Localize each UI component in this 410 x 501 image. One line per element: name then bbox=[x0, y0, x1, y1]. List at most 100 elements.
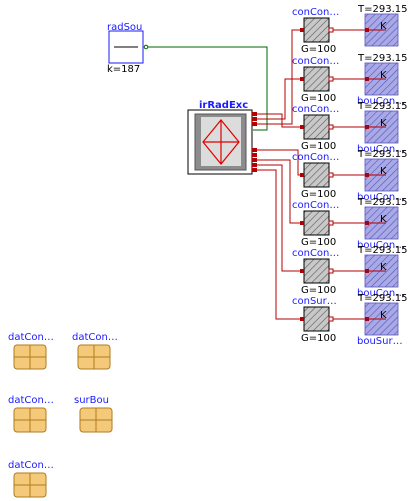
boundary-port[interactable] bbox=[365, 269, 369, 273]
conductance-value: G=100 bbox=[301, 333, 336, 344]
thermal-conductor[interactable]: conCon…G=100 bbox=[292, 7, 339, 55]
conductor-port-a[interactable] bbox=[300, 28, 304, 32]
exchange-heat-port[interactable] bbox=[252, 112, 257, 116]
conductor-name: conCon… bbox=[292, 56, 339, 67]
boundary-name: bouCon… bbox=[357, 240, 405, 251]
boundary-temperature: T=293.15 bbox=[357, 293, 407, 304]
kelvin-symbol: K bbox=[380, 166, 387, 177]
conductance-value: G=100 bbox=[301, 141, 336, 152]
heat-wire bbox=[257, 169, 300, 320]
boundary-port[interactable] bbox=[365, 317, 369, 321]
boundary-port[interactable] bbox=[365, 221, 369, 225]
conductor-row: conCon…G=100 K T=293.15 bouCon… bbox=[292, 149, 407, 203]
conductor-port-a[interactable] bbox=[300, 317, 304, 321]
conductor-body bbox=[303, 306, 330, 332]
conductor-body bbox=[303, 258, 330, 284]
boundary-port[interactable] bbox=[365, 28, 369, 32]
exchange-heat-port[interactable] bbox=[252, 122, 257, 126]
boundary-temperature: T=293.15 bbox=[357, 101, 407, 112]
conductor-name: conCon… bbox=[292, 7, 339, 18]
conductor-port-b[interactable] bbox=[328, 268, 334, 274]
conductor-port-b[interactable] bbox=[328, 316, 334, 322]
exchange-heat-port[interactable] bbox=[252, 163, 257, 167]
conductor-name: conCon… bbox=[292, 200, 339, 211]
record-name: surBou bbox=[74, 395, 109, 406]
conductor-body bbox=[303, 162, 330, 188]
conductor-body bbox=[303, 66, 330, 92]
signal-wire bbox=[148, 46, 268, 131]
source-output-port[interactable] bbox=[143, 44, 149, 50]
conductor-row: conCon…G=100 K T=293.15 bbox=[292, 4, 407, 55]
thermal-conductor[interactable]: conSur… G=100 bbox=[292, 296, 337, 344]
boundary-temperature: T=293.15 bbox=[357, 197, 407, 208]
conductor-port-b[interactable] bbox=[328, 172, 334, 178]
radiation-source-name: radSou bbox=[107, 22, 142, 33]
kelvin-symbol: K bbox=[380, 118, 387, 129]
radiation-source-param: k=187 bbox=[107, 64, 140, 75]
record-block[interactable]: datCon… bbox=[8, 460, 54, 498]
conductor-row: conCon…G=100 KT=293.15bouCon… bbox=[292, 53, 407, 107]
record-block[interactable]: datCon… bbox=[8, 395, 54, 433]
conductance-value: G=100 bbox=[301, 237, 336, 248]
conductor-port-b[interactable] bbox=[328, 220, 334, 226]
conductor-port-b[interactable] bbox=[328, 27, 334, 33]
record-name: datCon… bbox=[8, 460, 54, 471]
ir-exchange-name: irRadExc bbox=[199, 100, 248, 111]
fixed-temperature-boundary[interactable]: KT=293.15bouSur… bbox=[357, 293, 407, 347]
kelvin-symbol: K bbox=[380, 21, 387, 32]
conductor-name: conCon… bbox=[292, 152, 339, 163]
conductor-port-a[interactable] bbox=[300, 269, 304, 273]
heat-wire bbox=[257, 113, 300, 128]
exchange-heat-port[interactable] bbox=[252, 153, 257, 157]
record-name: datCon… bbox=[72, 332, 118, 343]
fixed-temperature-boundary[interactable]: K T=293.15 bouCon… bbox=[357, 149, 407, 203]
conductor-port-b[interactable] bbox=[328, 76, 334, 82]
ir-radiation-exchange-block[interactable]: irRadExc bbox=[187, 100, 257, 175]
conductor-port-a[interactable] bbox=[300, 221, 304, 225]
boundary-port[interactable] bbox=[365, 125, 369, 129]
fixed-temperature-boundary[interactable]: KT=293.15bouCon… bbox=[357, 197, 407, 251]
radiation-source-block[interactable]: radSou k=187 bbox=[107, 22, 149, 75]
boundary-name: bouCon… bbox=[357, 288, 405, 299]
boundary-temperature: T=293.15 bbox=[357, 4, 407, 15]
heat-wire bbox=[257, 29, 300, 125]
conductor-name: conSur… bbox=[292, 296, 337, 307]
record-block[interactable]: surBou bbox=[74, 395, 113, 433]
exchange-heat-port[interactable] bbox=[252, 168, 257, 172]
record-block[interactable]: datCon… bbox=[8, 332, 54, 370]
boundary-port[interactable] bbox=[365, 173, 369, 177]
exchange-heat-port[interactable] bbox=[252, 158, 257, 162]
boundary-name: bouCon… bbox=[357, 192, 405, 203]
conductor-row: conCon…G=100KT=293.15bouCon… bbox=[292, 101, 407, 155]
exchange-heat-port[interactable] bbox=[252, 148, 257, 152]
conductor-port-a[interactable] bbox=[300, 77, 304, 81]
thermal-conductor[interactable]: conCon… G=100 bbox=[292, 248, 339, 296]
conductor-port-b[interactable] bbox=[328, 124, 334, 130]
fixed-temperature-boundary[interactable]: KT=293.15bouCon… bbox=[357, 53, 407, 107]
kelvin-symbol: K bbox=[380, 310, 387, 321]
boundary-temperature: T=293.15 bbox=[357, 149, 407, 160]
conductor-port-a[interactable] bbox=[300, 125, 304, 129]
thermal-conductor[interactable]: conCon…G=100 bbox=[292, 104, 339, 152]
thermal-conductor[interactable]: conCon…G=100 bbox=[292, 56, 339, 104]
thermal-conductor[interactable]: conCon…G=100 bbox=[292, 152, 339, 200]
heat-wire bbox=[257, 159, 300, 224]
exchange-heat-port[interactable] bbox=[252, 117, 257, 121]
fixed-temperature-boundary[interactable]: KT=293.15bouCon… bbox=[357, 245, 407, 299]
conductance-value: G=100 bbox=[301, 285, 336, 296]
boundary-port[interactable] bbox=[365, 77, 369, 81]
thermal-conductor[interactable]: conCon… G=100 bbox=[292, 200, 339, 248]
heat-wire bbox=[257, 149, 300, 176]
conductor-name: conCon… bbox=[292, 248, 339, 259]
record-block[interactable]: datCon… bbox=[72, 332, 118, 370]
records-area: datCon… datCon… datCon… surBou datCon… bbox=[8, 332, 118, 498]
fixed-temperature-boundary[interactable]: KT=293.15bouCon… bbox=[357, 101, 407, 155]
record-name: datCon… bbox=[8, 332, 54, 343]
conductor-port-a[interactable] bbox=[300, 173, 304, 177]
fixed-temperature-boundary[interactable]: K T=293.15 bbox=[357, 4, 407, 47]
conductor-body bbox=[303, 114, 330, 140]
kelvin-symbol: K bbox=[380, 70, 387, 81]
heat-port-wires bbox=[257, 29, 366, 320]
conductor-body bbox=[303, 17, 330, 43]
